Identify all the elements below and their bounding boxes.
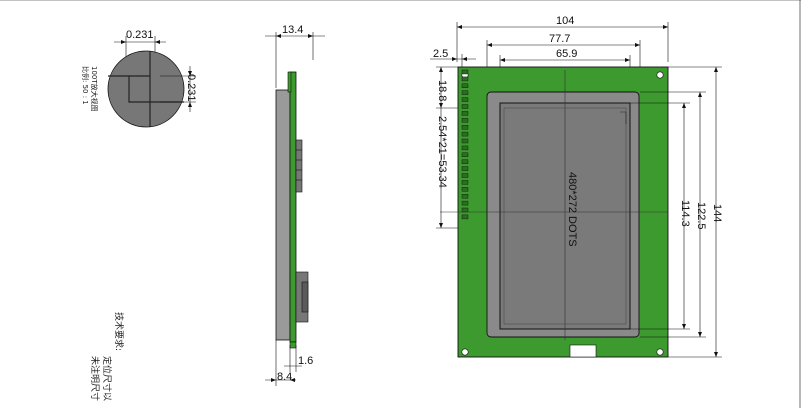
pin-hole (461, 97, 469, 102)
pin-hole (461, 214, 469, 220)
detail-note-line2: 比例: 50 : 1 (81, 66, 90, 105)
dim-height-total: 144 (711, 204, 723, 222)
technical-notes: 技术要求: 定位尺寸以 未注明尺寸 (89, 312, 125, 401)
side-dim-bottom-small: 1.6 (298, 355, 313, 367)
pin-header (461, 69, 469, 220)
pin-hole (461, 200, 469, 206)
front-view: 104 77.7 65.9 2.5 (430, 15, 723, 358)
pin-hole (461, 90, 469, 95)
pin-hole (461, 69, 469, 75)
technical-notes-title: 技术要求: (113, 312, 125, 351)
pin-hole (461, 83, 469, 89)
side-view-pcb (289, 71, 297, 343)
pin-hole (461, 104, 469, 109)
technical-notes-line1: 定位尺寸以 (101, 356, 113, 401)
resolution-label: 480*272 DOTS (566, 172, 578, 247)
detail-zoom-view: 0.231 0.231 100T放大视图 比例: 50 : 1 (81, 29, 197, 128)
pin-hole (461, 173, 469, 178)
side-view-connector-upper (295, 139, 303, 193)
pin-hole (461, 166, 469, 171)
pin-hole (461, 131, 469, 137)
detail-note-line1: 100T放大视图 (90, 66, 99, 112)
dim-pin-pitch: 2.54*21=53.34 (436, 116, 448, 188)
dim-pin-offset: 18.8 (436, 80, 448, 101)
pcb-notch (569, 344, 597, 358)
pin-hole (461, 207, 469, 213)
pin-hole (461, 138, 469, 144)
pin-hole (461, 118, 469, 123)
dim-width-active: 65.9 (556, 48, 577, 60)
dim-offset-left: 2.5 (433, 48, 448, 60)
technical-notes-line2: 未注明尺寸 (89, 356, 101, 401)
mounting-hole-bottom-left (461, 348, 469, 356)
pin-hole (461, 152, 469, 158)
mounting-hole-top-right (656, 71, 664, 79)
pixel-detail-circle (107, 50, 185, 128)
detail-dim-top: 0.231 (126, 29, 154, 41)
pin-hole (461, 180, 469, 185)
dim-width-total: 104 (556, 15, 574, 27)
pin-hole (461, 159, 469, 164)
side-view-lcd-body (275, 89, 291, 341)
dim-height-view: 122.5 (695, 202, 707, 230)
pin-hole (461, 76, 469, 82)
side-view: 13.4 1.6 8.4 (265, 24, 325, 386)
pin-hole (461, 124, 469, 130)
dim-width-view: 77.7 (549, 33, 570, 45)
pin-hole (461, 193, 469, 199)
dim-height-active: 114.3 (679, 200, 691, 227)
side-dim-bottom-total: 8.4 (277, 371, 292, 383)
side-dim-thickness: 13.4 (282, 24, 303, 36)
pin-hole (461, 111, 469, 116)
mounting-hole-bottom-right (656, 348, 664, 356)
pin-hole (461, 187, 469, 192)
pin-hole (461, 145, 469, 151)
detail-dim-side: 0.231 (185, 74, 197, 102)
